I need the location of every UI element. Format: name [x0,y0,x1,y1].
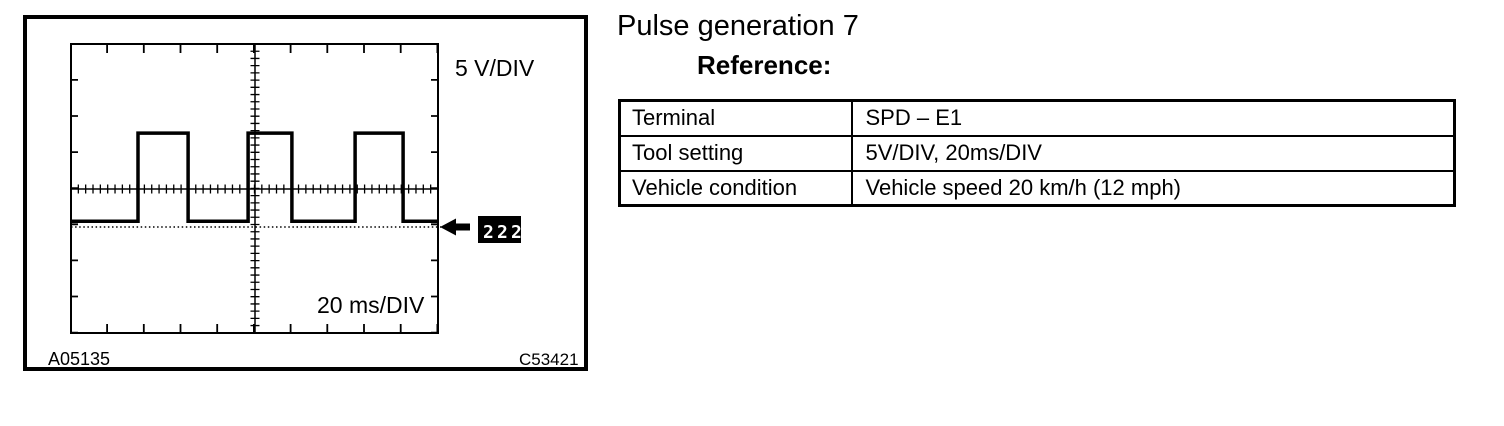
table-cell-label: Terminal [618,99,853,137]
table-cell-label: Vehicle condition [618,169,853,207]
oscilloscope-plot: 2 2 2 [70,43,522,334]
table-row: Terminal SPD – E1 [618,99,1456,137]
ground-marker-glyph: 2 [483,222,494,243]
table-cell-value: 5V/DIV, 20ms/DIV [850,134,1456,172]
reference-heading: Reference: [697,50,832,80]
figure-code-left: A05135 [48,349,111,369]
ground-level-arrow-icon [440,218,470,236]
volts-per-div-label: 5 V/DIV [455,55,535,81]
time-per-div-label: 20 ms/DIV [317,292,425,318]
ground-level-marker [478,216,521,243]
figure-code-right: C53421 [519,350,579,369]
table-cell-label: Tool setting [618,134,853,172]
pulse-waveform-trace [71,131,438,223]
ground-marker-glyph: 2 [497,222,508,243]
page-title: Pulse generation 7 [617,10,859,42]
oscilloscope-figure: 2 2 2 5 V/DIV 20 ms/DIV A05135 C53421 [23,15,588,371]
reference-table: Terminal SPD – E1 Tool setting 5V/DIV, 2… [618,99,1456,207]
ground-marker-glyph: 2 [511,222,522,243]
table-cell-value: Vehicle speed 20 km/h (12 mph) [850,169,1456,207]
table-cell-value: SPD – E1 [850,99,1456,137]
table-row: Vehicle condition Vehicle speed 20 km/h … [618,169,1456,207]
table-row: Tool setting 5V/DIV, 20ms/DIV [618,134,1456,172]
